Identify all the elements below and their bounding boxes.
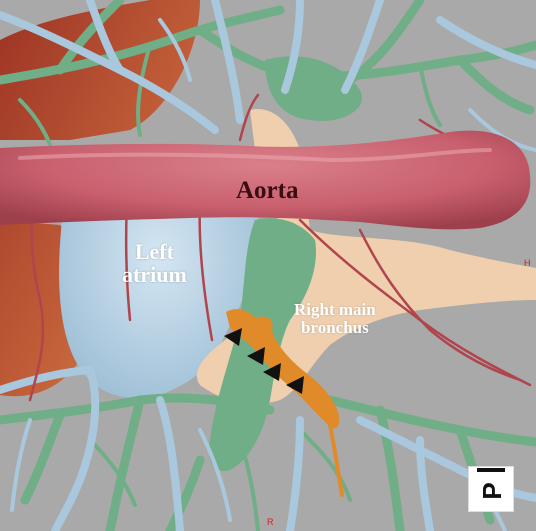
orientation-bar — [477, 468, 505, 472]
myocardium-tissue — [0, 0, 200, 397]
arrowhead-4 — [286, 376, 304, 394]
aorta-highlight — [18, 148, 492, 163]
left-atrium-label-line2: atrium — [122, 262, 187, 288]
left-atrium-label: Left atrium — [122, 240, 187, 286]
arrowhead-1 — [224, 328, 242, 346]
left-atrium-label-line1: Left — [134, 239, 174, 264]
small-red-vessels — [28, 93, 532, 402]
arrowhead-2 — [247, 347, 265, 365]
aorta-label-text: Aorta — [236, 177, 299, 204]
right-main-bronchus-label: Right main bronchus — [294, 301, 376, 337]
bronchial-artery — [226, 309, 340, 429]
orientation-letter: P — [477, 482, 507, 500]
arrowhead-3 — [263, 363, 281, 381]
aorta-label: Aorta — [236, 177, 299, 204]
marker-r: R — [267, 517, 274, 527]
right-main-bronchus-label-line1: Right main — [294, 300, 376, 319]
orientation-indicator: P — [468, 466, 514, 512]
bronchial-artery-tail — [328, 423, 344, 497]
right-main-bronchus-label-line2: bronchus — [301, 317, 369, 337]
marker-h: H — [524, 258, 531, 268]
